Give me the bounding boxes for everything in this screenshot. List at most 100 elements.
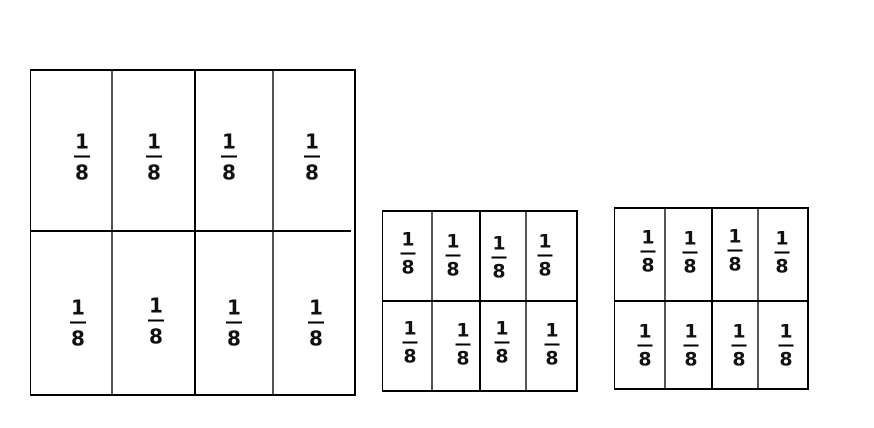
fraction-numerator: 1 (779, 320, 793, 343)
divider-vertical (757, 209, 759, 388)
fraction-cell: 1 8 (226, 298, 242, 349)
fraction-bar (308, 321, 324, 324)
fraction-cell: 1 8 (640, 226, 656, 277)
fraction-numerator: 1 (456, 319, 470, 342)
fraction-denominator: 8 (779, 348, 793, 371)
divider-vertical (664, 209, 666, 388)
fraction-cell: 1 8 (70, 298, 86, 349)
fraction-cell: 1 8 (308, 298, 324, 349)
divider-horizontal (615, 300, 807, 302)
fraction-cell: 1 8 (683, 320, 699, 371)
fraction-numerator: 1 (309, 295, 323, 320)
fraction-numerator: 1 (446, 230, 460, 253)
fraction-numerator: 1 (222, 129, 236, 154)
fraction-numerator: 1 (684, 320, 698, 343)
fraction-denominator: 8 (403, 345, 417, 368)
grid-large: 1 8 1 8 1 8 1 8 1 8 1 8 1 8 1 8 (30, 69, 356, 396)
fraction-numerator: 1 (71, 295, 85, 320)
fraction-bar (491, 256, 507, 259)
fraction-denominator: 8 (495, 345, 509, 368)
fraction-denominator: 8 (446, 258, 460, 281)
fraction-cell: 1 8 (491, 232, 507, 283)
fraction-denominator: 8 (545, 347, 559, 370)
fraction-bar (74, 155, 90, 158)
fraction-cell: 1 8 (682, 227, 698, 278)
fraction-numerator: 1 (641, 226, 655, 249)
divider-vertical (194, 71, 196, 394)
fraction-numerator: 1 (683, 227, 697, 250)
fraction-bar (727, 249, 743, 252)
fraction-bar (146, 155, 162, 158)
fraction-cell: 1 8 (445, 230, 461, 281)
fraction-denominator: 8 (728, 253, 742, 276)
fraction-bar (455, 343, 471, 346)
fraction-numerator: 1 (403, 317, 417, 340)
fraction-cell: 1 8 (304, 132, 320, 183)
fraction-bar (774, 251, 790, 254)
fraction-cell: 1 8 (774, 227, 790, 278)
divider-vertical (111, 71, 113, 394)
fraction-bar (148, 319, 164, 322)
divider-vertical (711, 209, 713, 388)
divider-horizontal (383, 300, 576, 302)
fraction-denominator: 8 (641, 254, 655, 277)
fraction-denominator: 8 (149, 324, 163, 349)
fraction-denominator: 8 (638, 348, 652, 371)
fraction-bar (400, 252, 416, 255)
fraction-denominator: 8 (401, 256, 415, 279)
fraction-denominator: 8 (222, 160, 236, 185)
fraction-bar (683, 344, 699, 347)
fraction-numerator: 1 (545, 319, 559, 342)
grid-small: 1 8 1 8 1 8 1 8 1 8 1 8 1 8 1 8 (614, 207, 809, 390)
fraction-denominator: 8 (538, 258, 552, 281)
fraction-bar (778, 344, 794, 347)
fraction-bar (544, 343, 560, 346)
fraction-cell: 1 8 (637, 320, 653, 371)
fraction-denominator: 8 (492, 260, 506, 283)
fraction-numerator: 1 (147, 129, 161, 154)
fraction-denominator: 8 (775, 255, 789, 278)
fraction-numerator: 1 (728, 225, 742, 248)
fraction-bar (221, 155, 237, 158)
fraction-numerator: 1 (492, 232, 506, 255)
fraction-denominator: 8 (71, 326, 85, 351)
fraction-cell: 1 8 (778, 320, 794, 371)
fraction-cell: 1 8 (400, 228, 416, 279)
fraction-bar (494, 341, 510, 344)
fraction-denominator: 8 (227, 326, 241, 351)
fraction-denominator: 8 (305, 160, 319, 185)
fraction-denominator: 8 (683, 255, 697, 278)
fraction-cell: 1 8 (148, 296, 164, 347)
fraction-denominator: 8 (684, 348, 698, 371)
fraction-cell: 1 8 (537, 232, 553, 281)
fraction-denominator: 8 (147, 160, 161, 185)
fraction-numerator: 1 (775, 227, 789, 250)
fraction-denominator: 8 (309, 326, 323, 351)
fraction-bar (731, 344, 747, 347)
fraction-numerator: 1 (401, 228, 415, 251)
fraction-cell: 1 8 (544, 319, 560, 370)
fraction-cell: 1 8 (146, 132, 162, 183)
fraction-bar (226, 321, 242, 324)
fraction-bar (640, 250, 656, 253)
fraction-denominator: 8 (732, 348, 746, 371)
fraction-cell: 1 8 (494, 319, 510, 368)
divider-horizontal (31, 230, 351, 232)
fraction-numerator: 1 (305, 129, 319, 154)
fraction-denominator: 8 (75, 160, 89, 185)
divider-vertical (272, 71, 274, 394)
fraction-bar (637, 344, 653, 347)
fraction-numerator: 1 (75, 129, 89, 154)
fraction-numerator: 1 (227, 295, 241, 320)
fraction-bar (402, 341, 418, 344)
fraction-cell: 1 8 (455, 319, 471, 370)
fraction-bar (445, 254, 461, 257)
fraction-bar (682, 251, 698, 254)
fraction-denominator: 8 (456, 347, 470, 370)
fraction-bar (537, 254, 553, 257)
fraction-cell: 1 8 (727, 225, 743, 276)
fraction-bar (304, 155, 320, 158)
fraction-numerator: 1 (732, 320, 746, 343)
fraction-numerator: 1 (638, 320, 652, 343)
grid-medium: 1 8 1 8 1 8 1 8 1 8 1 8 1 8 1 8 (382, 210, 578, 392)
